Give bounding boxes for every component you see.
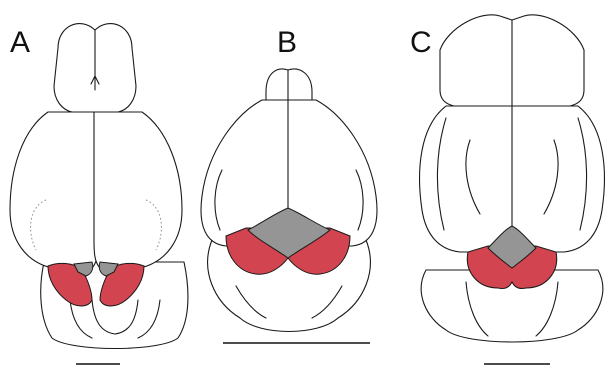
panel-b-olfactory-bulbs bbox=[266, 69, 312, 100]
panel-b: B bbox=[201, 26, 377, 343]
panel-a-left-hemisphere bbox=[10, 112, 98, 268]
panel-c-label: C bbox=[410, 26, 432, 59]
panel-a-label: A bbox=[10, 26, 30, 59]
panel-a: A bbox=[10, 24, 188, 364]
panel-a-right-hemisphere bbox=[94, 112, 182, 268]
panel-c: C bbox=[410, 15, 604, 364]
panel-b-label: B bbox=[277, 26, 297, 59]
